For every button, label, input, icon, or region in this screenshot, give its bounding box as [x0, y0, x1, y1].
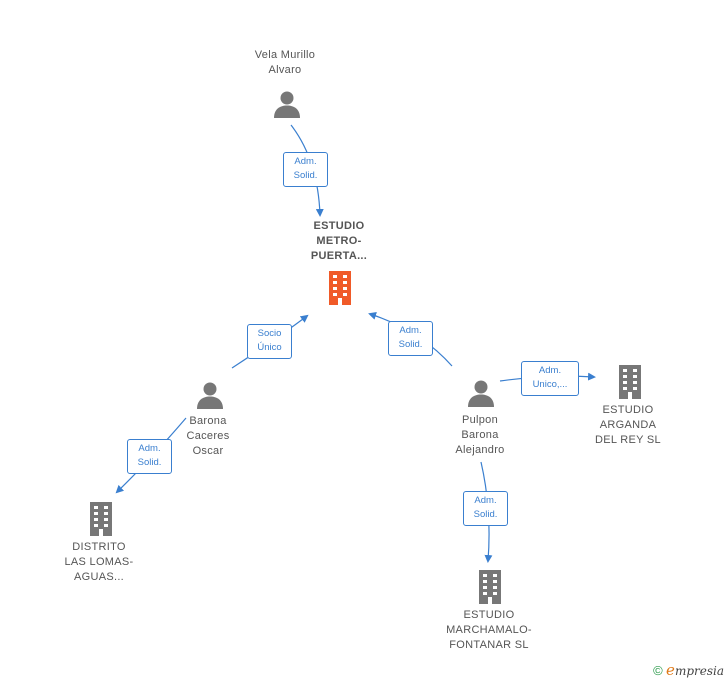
- edge-label-barona-distrito[interactable]: Adm. Solid.: [127, 439, 172, 474]
- node-label-pulpon[interactable]: Pulpon Barona Alejandro: [455, 414, 505, 456]
- person-icon[interactable]: [195, 380, 225, 410]
- node-label-estudio-metro[interactable]: ESTUDIO METRO- PUERTA...: [310, 220, 368, 262]
- building-icon[interactable]: [86, 501, 116, 537]
- edge-label-pulpon-marchamalo[interactable]: Adm. Solid.: [463, 491, 508, 526]
- building-icon[interactable]: [475, 569, 505, 605]
- node-label-marchamalo[interactable]: ESTUDIO MARCHAMALO- FONTANAR SL: [446, 609, 532, 651]
- brand-name: mpresia: [674, 664, 724, 678]
- copyright-symbol: ©: [653, 663, 663, 678]
- building-icon[interactable]: [325, 270, 355, 306]
- brand-e: e: [666, 661, 675, 679]
- node-label-distrito[interactable]: DISTRITO LAS LOMAS- AGUAS...: [64, 541, 134, 583]
- node-label-barona[interactable]: Barona Caceres Oscar: [186, 415, 230, 457]
- edge-label-pulpon-arganda[interactable]: Adm. Unico,...: [521, 361, 579, 396]
- node-label-vela[interactable]: Vela Murillo Alvaro: [254, 49, 316, 76]
- empresia-logo[interactable]: © empresia: [653, 661, 724, 679]
- building-icon[interactable]: [615, 364, 645, 400]
- person-icon[interactable]: [466, 378, 496, 408]
- edge-label-barona-metro[interactable]: Socio Único: [247, 324, 292, 359]
- edge-label-vela-metro[interactable]: Adm. Solid.: [283, 152, 328, 187]
- node-label-arganda[interactable]: ESTUDIO ARGANDA DEL REY SL: [595, 404, 661, 446]
- edge-label-pulpon-metro[interactable]: Adm. Solid.: [388, 321, 433, 356]
- person-icon[interactable]: [272, 89, 302, 119]
